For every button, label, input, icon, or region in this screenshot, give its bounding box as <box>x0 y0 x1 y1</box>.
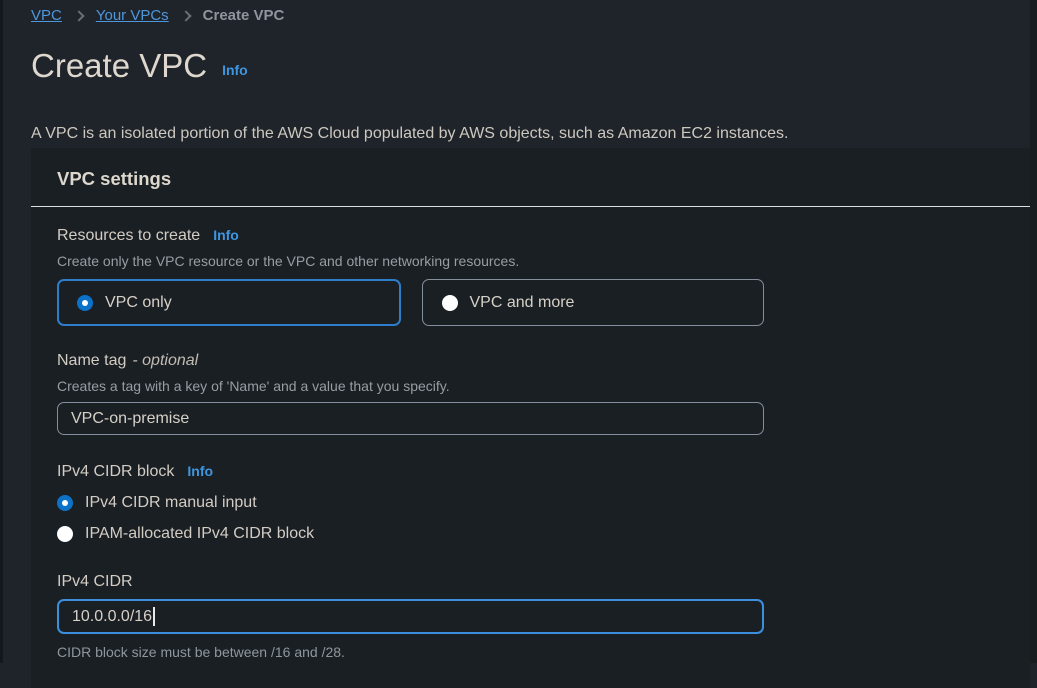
radio-unselected-icon[interactable] <box>441 294 458 311</box>
radio-manual-input-label: IPv4 CIDR manual input <box>85 494 257 511</box>
ipv4-cidr-radio-group: IPv4 CIDR manual input IPAM-allocated IP… <box>57 492 1004 545</box>
scrollbar-gutter[interactable] <box>1030 0 1037 663</box>
ipv4-cidr-constraint-text: CIDR block size must be between /16 and … <box>57 644 345 660</box>
ipv4-cidr-label: IPv4 CIDR <box>57 573 133 590</box>
radio-selected-icon[interactable] <box>77 294 93 311</box>
radio-ipam-allocated-label: IPAM-allocated IPv4 CIDR block <box>85 525 315 542</box>
tile-vpc-only-label: VPC only <box>105 293 172 311</box>
resources-to-create-description: Create only the VPC resource or the VPC … <box>57 253 520 269</box>
name-tag-description: Creates a tag with a key of 'Name' and a… <box>57 378 450 394</box>
radio-option-ipam-allocated[interactable]: IPAM-allocated IPv4 CIDR block <box>57 523 1004 545</box>
vpc-settings-panel: VPC settings Resources to create Info Cr… <box>31 148 1030 688</box>
page-title: Create VPC <box>31 47 208 84</box>
left-panel-edge <box>0 0 3 663</box>
name-tag-label: Name tag <box>57 352 127 369</box>
name-tag-input[interactable]: VPC-on-premise <box>57 402 764 435</box>
tile-vpc-and-more-label: VPC and more <box>469 293 575 311</box>
breadcrumb-link-vpc[interactable]: VPC <box>31 7 62 24</box>
radio-unselected-icon[interactable] <box>57 526 73 542</box>
chevron-right-icon <box>180 10 192 22</box>
tile-vpc-and-more[interactable]: VPC and more <box>421 279 764 326</box>
radio-option-manual-input[interactable]: IPv4 CIDR manual input <box>57 492 1004 514</box>
breadcrumb-current-page: Create VPC <box>202 7 285 24</box>
ipv4-cidr-block-label: IPv4 CIDR block <box>57 463 175 480</box>
resources-to-create-field: Resources to create Info Create only the… <box>57 225 1004 326</box>
ipv4-cidr-input[interactable]: 10.0.0.0/16 <box>57 599 764 634</box>
panel-title: VPC settings <box>31 148 1030 207</box>
resources-tile-group: VPC only VPC and more <box>57 279 764 326</box>
breadcrumb: VPC Your VPCs Create VPC <box>31 6 284 26</box>
page-title-info-link[interactable]: Info <box>222 62 248 78</box>
name-tag-field: Name tag - optional Creates a tag with a… <box>57 350 1004 435</box>
name-tag-optional-label: - optional <box>132 352 199 369</box>
ipv4-cidr-block-info-link[interactable]: Info <box>187 463 214 479</box>
radio-selected-icon[interactable] <box>57 495 73 511</box>
resources-info-link[interactable]: Info <box>213 227 239 243</box>
chevron-right-icon <box>73 10 85 22</box>
resources-to-create-label: Resources to create <box>57 227 201 244</box>
ipv4-cidr-field: IPv4 CIDR 10.0.0.0/16 CIDR block size mu… <box>57 571 1004 662</box>
page-description: A VPC is an isolated portion of the AWS … <box>31 125 789 142</box>
ipv4-cidr-block-field: IPv4 CIDR block Info IPv4 CIDR manual in… <box>57 461 1004 545</box>
breadcrumb-link-your-vpcs[interactable]: Your VPCs <box>95 7 169 24</box>
tile-vpc-only[interactable]: VPC only <box>57 279 401 326</box>
